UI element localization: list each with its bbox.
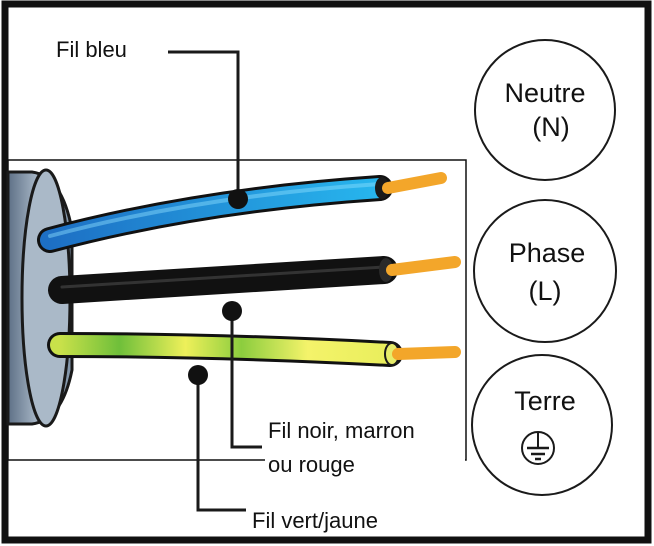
green-yellow-wire-copper-tip (392, 346, 461, 360)
black-wire-label-line2: ou rouge (268, 452, 355, 477)
blue-wire-leader (168, 50, 240, 198)
earth-ground-icon (521, 431, 555, 465)
blue-wire-pointer-dot (228, 189, 248, 209)
terminal-phase-code: (L) (529, 276, 562, 306)
black-wire-leader (230, 312, 262, 449)
blue-wire-copper-tip (382, 172, 447, 194)
terminal-neutral-code: (N) (532, 112, 569, 142)
green-yellow-wire-pointer-dot (188, 365, 208, 385)
terminal-earth: Terre (471, 354, 613, 496)
black-wire (48, 256, 461, 304)
terminal-neutral: Neutre (N) (474, 39, 616, 181)
terminal-neutral-name: Neutre (504, 78, 585, 108)
green-yellow-wire (47, 332, 461, 367)
black-wire-copper-tip (386, 256, 461, 276)
black-wire-pointer-dot (222, 301, 242, 321)
terminal-earth-name: Terre (514, 386, 576, 416)
terminal-phase-name: Phase (509, 238, 586, 268)
green-yellow-wire-label: Fil vert/jaune (252, 508, 378, 533)
blue-wire (37, 172, 447, 253)
green-yellow-wire-leader (196, 375, 246, 512)
blue-wire-label: Fil bleu (56, 37, 127, 62)
black-wire-label-line1: Fil noir, marron (268, 418, 415, 443)
terminal-phase: Phase (L) (473, 199, 617, 343)
